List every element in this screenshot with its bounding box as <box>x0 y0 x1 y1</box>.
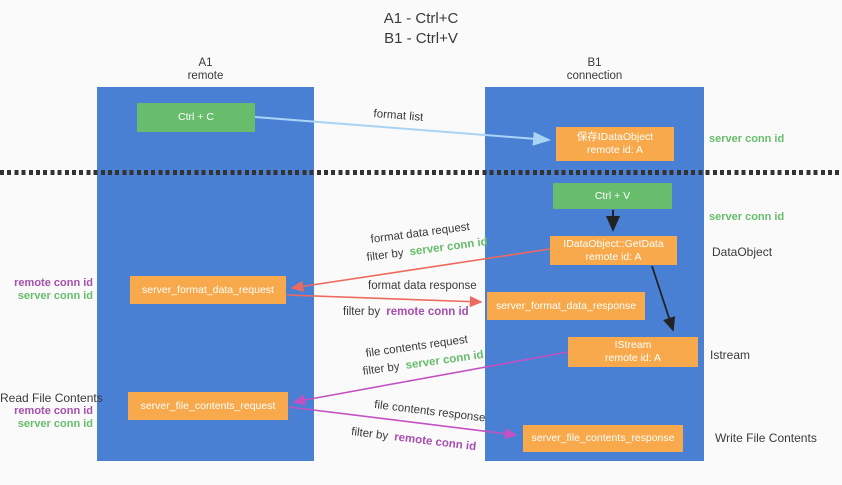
getdata-line1: IDataObject::GetData <box>563 237 664 250</box>
format-list-label: format list <box>373 108 424 124</box>
title-line-2: B1 - Ctrl+V <box>384 30 458 47</box>
column-b1-name: B1 <box>587 57 602 69</box>
format-data-response-label: format data response <box>368 280 477 292</box>
session-divider-dotted-line <box>0 170 842 175</box>
filter-by-remote-conn-id-label-1: filter by remote conn id <box>343 306 469 318</box>
server-file-contents-request-box: server_file_contents_request <box>128 392 288 420</box>
right-server-conn-id-label-1: server conn id <box>709 133 785 145</box>
server-format-data-request-label: server_format_data_request <box>142 283 274 296</box>
istream-line2: remote id: A <box>604 352 662 364</box>
istream-box: IStream remote id: A <box>568 337 698 367</box>
column-b1-role: connection <box>566 70 623 82</box>
left-remote-conn-id-label-2: remote conn id <box>14 405 93 417</box>
diagram-title: A1 - Ctrl+C B1 - Ctrl+V <box>0 9 842 49</box>
remote-conn-id-text: remote conn id <box>386 306 469 318</box>
column-header-a1: A1 remote <box>97 57 314 83</box>
getdata-line2: remote id: A <box>585 250 642 263</box>
istream-line1: IStream <box>614 339 652 351</box>
server-format-data-response-box: server_format_data_response <box>487 292 645 320</box>
column-a1-role: remote <box>187 70 224 82</box>
ctrl-c-label: Ctrl + C <box>178 111 214 123</box>
right-server-conn-id-label-2: server conn id <box>709 211 785 223</box>
server-file-contents-response-label: server_file_contents_response <box>531 432 675 444</box>
filter-by-text: filter by <box>343 306 381 318</box>
save-idataobject-box: 保存IDataObject remote id: A <box>556 127 674 161</box>
idataobject-getdata-box: IDataObject::GetData remote id: A <box>550 236 677 265</box>
left-server-conn-id-label-2: server conn id <box>17 418 93 430</box>
file-contents-response-label: file contents response <box>373 399 487 425</box>
server-file-contents-request-label: server_file_contents_request <box>140 399 276 412</box>
read-file-contents-annotation: Read File Contents <box>0 391 103 405</box>
column-a1-name: A1 <box>198 57 213 69</box>
server-file-contents-response-box: server_file_contents_response <box>523 425 683 452</box>
istream-annotation: Istream <box>710 348 751 362</box>
format-data-response-arrow <box>286 294 483 308</box>
server-format-data-request-box: server_format_data_request <box>130 276 286 304</box>
save-idataobject-line2: remote id: A <box>586 144 644 156</box>
remote-conn-id-text: remote conn id <box>393 431 477 454</box>
server-format-data-response-label: server_format_data_response <box>495 299 637 312</box>
filter-by-text: filter by <box>366 247 405 264</box>
dataobject-annotation: DataObject <box>712 245 773 259</box>
write-file-contents-annotation: Write File Contents <box>715 431 817 445</box>
filter-by-text: filter by <box>350 426 389 443</box>
left-remote-conn-id-label-1: remote conn id <box>14 277 93 289</box>
save-idataobject-line1: 保存IDataObject <box>576 131 654 143</box>
ctrl-v-label: Ctrl + V <box>594 189 631 202</box>
ctrl-c-box: Ctrl + C <box>137 103 255 132</box>
ctrl-v-box: Ctrl + V <box>553 183 672 209</box>
column-header-b1: B1 connection <box>485 57 704 83</box>
filter-by-remote-conn-id-label-2: filter by remote conn id <box>351 426 477 453</box>
title-line-1: A1 - Ctrl+C <box>383 10 459 27</box>
left-server-conn-id-label-1: server conn id <box>17 290 93 302</box>
filter-by-text: filter by <box>362 360 401 378</box>
